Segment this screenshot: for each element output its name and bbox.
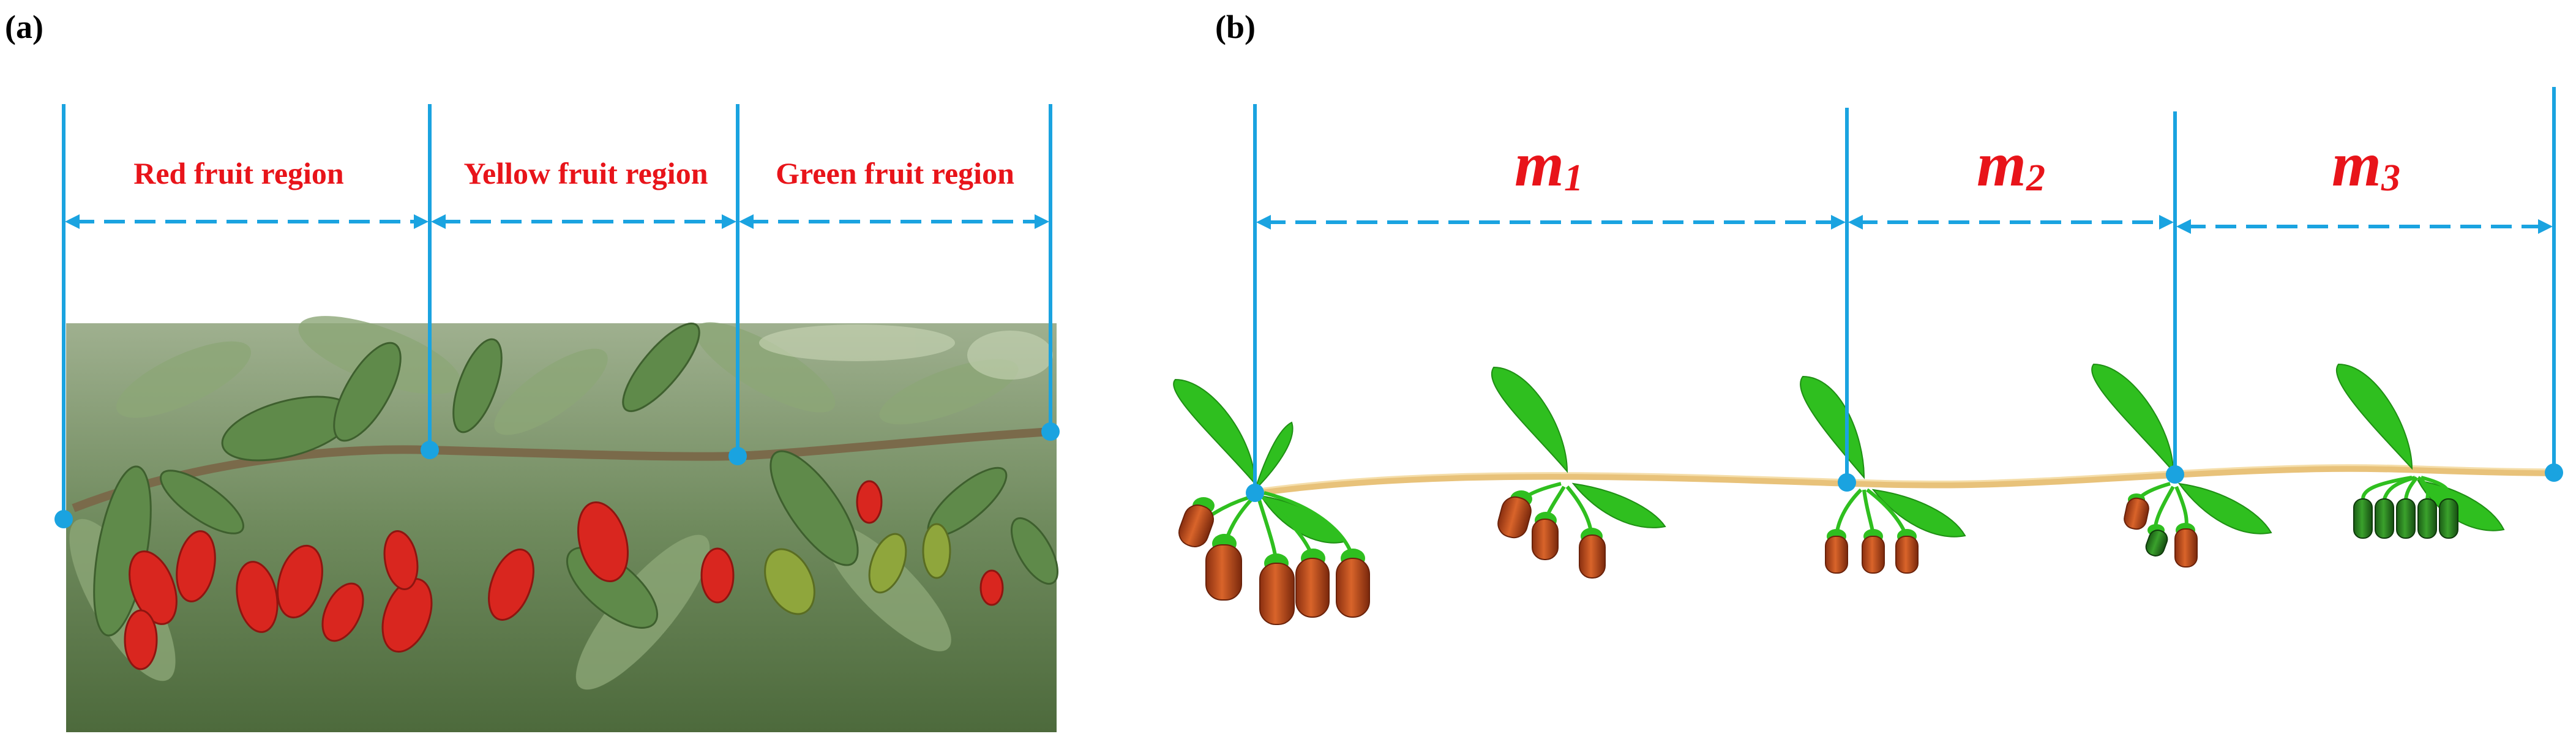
segment-label-m3: m3 bbox=[2332, 129, 2400, 200]
leaves bbox=[1173, 363, 2505, 544]
branch bbox=[1254, 464, 2556, 497]
panel-b-arrowheads bbox=[1256, 215, 2553, 234]
panel-a-boundary-dots bbox=[54, 422, 1060, 528]
panel-b-boundary-dots bbox=[1246, 463, 2563, 502]
panel-b-boundaries bbox=[1253, 87, 2556, 493]
segment-label-m2: m2 bbox=[1977, 129, 2045, 200]
panel-b-label: (b) bbox=[1215, 9, 1256, 45]
region-label-red: Red fruit region bbox=[133, 156, 344, 190]
panel-a-label: (a) bbox=[5, 9, 43, 45]
segment-label-m1: m1 bbox=[1515, 129, 1583, 200]
region-label-green: Green fruit region bbox=[776, 156, 1014, 190]
region-label-yellow: Yellow fruit region bbox=[463, 156, 708, 190]
panel-b-dimension-lines bbox=[1265, 220, 2544, 228]
green-fruits bbox=[2145, 498, 2458, 556]
red-fruits bbox=[1178, 490, 2198, 625]
panel-a-arrowheads bbox=[65, 214, 1049, 229]
panel-a-boundaries bbox=[62, 104, 1052, 519]
goji-photo bbox=[66, 316, 1059, 732]
